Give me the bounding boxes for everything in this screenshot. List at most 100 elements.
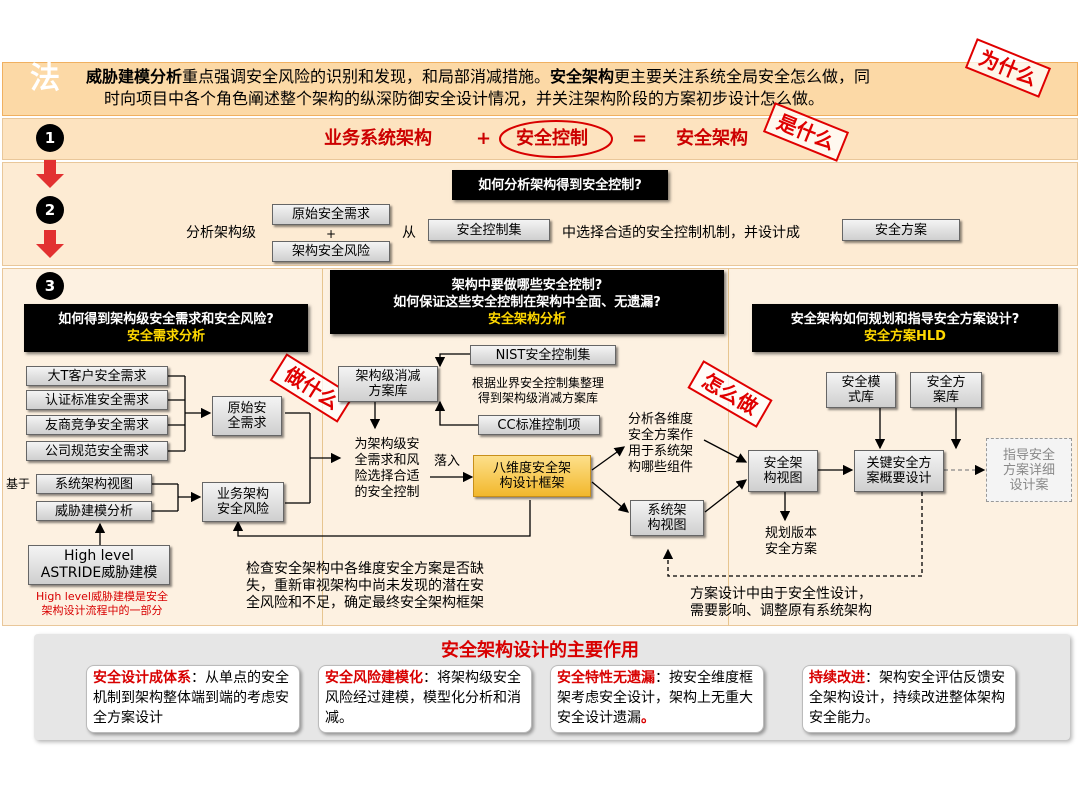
header-seg2: 重点强调安全风险的识别和发现，和局部消减措施。 [182, 67, 551, 86]
card-improve-sep: ： [865, 670, 879, 686]
header-line1: 威胁建模分析重点强调安全风险的识别和发现，和局部消减措施。安全架构更主要关注系统… [86, 66, 870, 88]
guide-detail-3: 设计案 [1009, 477, 1049, 493]
high-level-2: ASTRIDE威胁建模 [40, 565, 158, 581]
req-customer: 大T客户安全需求 [26, 366, 168, 386]
card-system-body: 从单点的安全机制到架构整体端到端的考虑安全方案设计 [93, 670, 289, 726]
card-system: 安全设计成体系：从单点的安全机制到架构整体端到端的考虑安全方案设计 [86, 665, 300, 733]
feedback-note-2: 需要影响、调整原有系统架构 [690, 603, 872, 619]
row2-from: 从 [402, 225, 416, 241]
select-controls-1: 为架构级安 [354, 437, 420, 452]
org-note-1: 根据业界安全控制集整理 [471, 376, 604, 390]
row2-arch-risk: 架构安全风险 [272, 241, 390, 262]
guide-detail-1: 指导安全 [1002, 447, 1055, 463]
analyze-note-3: 用于系统架 [628, 444, 694, 459]
header-line2: 时向项目中各个角色阐述整个架构的纵深防御安全设计情况，并关注架构阶段的方案初步设… [104, 89, 825, 108]
analyze-note: 分析各维度安全方案作用于系统架构哪些组件 [628, 412, 693, 476]
guide-detail-design: 指导安全方案详细设计案 [986, 438, 1072, 502]
cc-controls: CC标准控制项 [478, 415, 600, 435]
eight-dim-framework: 八维度安全架构设计框架 [473, 455, 591, 497]
sec-pattern-lib: 安全模式库 [826, 372, 896, 408]
eight-dim-framework-2: 构设计框架 [499, 476, 565, 491]
view-threat-model: 威胁建模分析 [36, 501, 152, 521]
card-no-gap-head: 安全特性无遗漏 [557, 670, 655, 686]
sec-pattern-lib-1: 安全模 [841, 375, 881, 390]
row2-plus: + [326, 227, 337, 241]
sec-arch-view-2: 构视图 [763, 471, 803, 486]
card-risk-model-sep: ： [423, 670, 437, 686]
step-2-badge: 2 [36, 196, 64, 224]
card-no-gap-sep: ： [655, 670, 669, 686]
card-improve: 持续改进：架构安全评估反馈安全架构设计，持续改进整体架构安全能力。 [802, 665, 1016, 733]
header-seg3: 安全架构 [550, 67, 615, 86]
card-risk-model-head: 安全风险建模化 [325, 670, 423, 686]
system-arch-view-1: 系统架 [647, 503, 687, 518]
sec-plan-lib-1: 安全方 [926, 375, 966, 390]
middle-title-3: 安全架构分析 [487, 311, 566, 327]
eq-security-control: 安全控制 [516, 128, 588, 149]
select-controls-2: 全需求和风 [354, 453, 420, 468]
check-note-1: 检查安全架构中各维度安全方案是否缺 [246, 561, 484, 577]
check-note-2: 失，重新审视架构中尚未发现的潜在安 [246, 578, 484, 594]
step3-divider-1 [322, 268, 323, 626]
version-plan-1: 规划版本 [764, 526, 817, 541]
sec-arch-view: 安全架构视图 [748, 450, 818, 492]
row2-prefix: 分析架构级 [186, 225, 256, 241]
step3-divider-2 [728, 268, 729, 626]
sec-plan-lib-2: 案库 [932, 390, 959, 405]
key-plan-design: 关键安全方案概要设计 [854, 450, 944, 492]
feedback-note: 方案设计中由于安全性设计，需要影响、调整原有系统架构 [690, 586, 872, 620]
eight-dim-framework-1: 八维度安全架 [492, 461, 571, 476]
arch-mitigation-lib-1: 架构级消减 [355, 369, 421, 384]
sec-arch-view-1: 安全架 [763, 456, 803, 471]
row2-mid: 中选择合适的安全控制机制，并设计成 [562, 225, 800, 241]
org-note: 根据业界安全控制集整理得到架构级消减方案库 [462, 376, 614, 406]
select-controls: 为架构级安全需求和风险选择合适的安全控制 [342, 437, 432, 501]
step1-band [2, 118, 1078, 160]
middle-title: 架构中要做哪些安全控制? 如何保证这些安全控制在架构中全面、无遗漏? 安全架构分… [330, 270, 724, 334]
eq-security-arch: 安全架构 [676, 128, 748, 149]
row2-orig-req: 原始安全需求 [272, 204, 390, 225]
arch-mitigation-lib: 架构级消减方案库 [338, 366, 438, 402]
card-system-sep: ： [191, 670, 205, 686]
left-title-1: 如何得到架构级安全需求和安全风险? [58, 312, 274, 327]
version-plan: 规划版本安全方案 [758, 526, 824, 558]
eq-plus: + [476, 128, 492, 149]
card-no-gap-body: 按安全维度框架考虑安全设计，架构上无重大安全设计遗漏 [557, 670, 753, 726]
eq-equals: = [632, 128, 648, 149]
card-system-head: 安全设计成体系 [93, 670, 191, 686]
high-level-note: High level威胁建模是安全架构设计流程中的一部分 [22, 590, 182, 618]
select-controls-4: 的安全控制 [354, 485, 420, 500]
card-no-gap-tail: 。 [641, 710, 655, 726]
biz-arch-risk-1: 业务架构 [216, 487, 269, 502]
analyze-note-4: 构哪些组件 [628, 460, 694, 475]
guide-detail-2: 方案详细 [1002, 462, 1055, 478]
step-1-badge: 1 [36, 124, 64, 152]
view-system-arch: 系统架构视图 [36, 474, 152, 494]
right-title-1: 安全架构如何规划和指导安全方案设计? [790, 312, 1020, 327]
left-title: 如何得到架构级安全需求和安全风险? 安全需求分析 [24, 304, 308, 352]
right-title-2: 安全方案HLD [864, 329, 946, 344]
analyze-note-2: 安全方案作 [628, 428, 694, 443]
select-controls-3: 险选择合适 [354, 469, 420, 484]
row2-control-set: 安全控制集 [428, 219, 550, 241]
based-on: 基于 [6, 477, 31, 491]
middle-title-2: 如何保证这些安全控制在架构中全面、无遗漏? [393, 294, 661, 310]
header-seg1: 威胁建模分析 [86, 67, 183, 86]
orig-sec-req: 原始安全需求 [212, 396, 282, 436]
system-arch-view-2: 构视图 [647, 518, 687, 533]
check-note-3: 全风险和不足，确定最终安全架构框架 [246, 595, 484, 611]
analyze-note-1: 分析各维度 [628, 412, 694, 427]
key-plan-design-2: 案概要设计 [866, 471, 932, 486]
key-plan-design-1: 关键安全方 [866, 456, 932, 471]
biz-arch-risk-2: 安全风险 [216, 502, 269, 517]
card-improve-body: 架构安全评估反馈安全架构设计，持续改进整体架构安全能力。 [809, 670, 1005, 726]
card-risk-model-body: 将架构级安全风险经过建模，模型化分析和消减。 [325, 670, 521, 726]
bottom-title: 安全架构设计的主要作用 [441, 640, 639, 661]
row2-sec-plan: 安全方案 [842, 219, 960, 241]
header-fa: 法 [30, 61, 60, 96]
card-improve-head: 持续改进 [809, 670, 865, 686]
header-seg4: 更主要关注系统全局安全怎么做，同 [614, 67, 871, 86]
system-arch-view: 系统架构视图 [630, 500, 704, 536]
